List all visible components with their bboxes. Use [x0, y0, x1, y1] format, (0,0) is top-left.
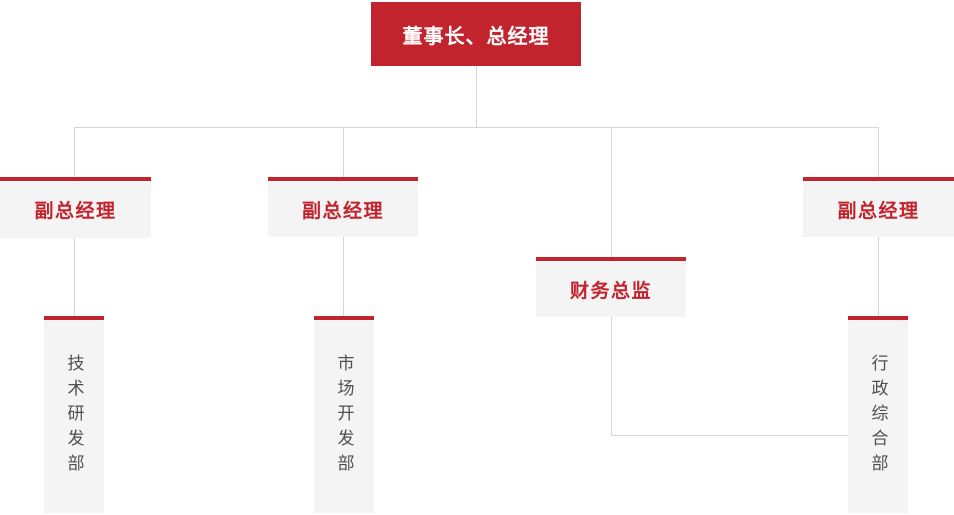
node-market-dev-dept-label: 市场开发部	[334, 354, 354, 479]
connector-deputy-mid-to-market	[343, 237, 345, 316]
node-deputy-general-manager-right-label: 副总经理	[837, 200, 920, 222]
connector-cfo-elbow-horizontal	[611, 435, 849, 437]
connector-drop-cfo	[611, 127, 613, 258]
node-market-dev-dept: 市场开发部	[314, 316, 374, 513]
connector-drop-deputy-left	[74, 127, 76, 178]
node-tech-rd-dept: 技术研发部	[44, 316, 104, 513]
node-deputy-general-manager-left: 副总经理	[0, 177, 151, 238]
node-tech-rd-dept-label: 技术研发部	[64, 354, 84, 479]
node-deputy-general-manager-mid: 副总经理	[268, 177, 418, 237]
connector-root-trunk	[476, 66, 478, 127]
connector-drop-deputy-right	[878, 127, 880, 178]
node-admin-general-dept-label: 行政综合部	[868, 354, 888, 479]
connector-main-horizontal	[74, 127, 879, 129]
node-chairman-general-manager-label: 董事长、总经理	[402, 25, 550, 48]
node-finance-director: 财务总监	[536, 257, 686, 317]
node-finance-director-label: 财务总监	[569, 280, 652, 302]
node-deputy-general-manager-right: 副总经理	[803, 177, 954, 237]
node-deputy-general-manager-left-label: 副总经理	[34, 201, 117, 222]
node-deputy-general-manager-mid-label: 副总经理	[301, 200, 384, 222]
connector-deputy-left-to-rd	[74, 238, 76, 316]
connector-cfo-elbow-vertical	[611, 317, 613, 436]
connector-deputy-right-to-admin	[878, 237, 880, 316]
node-chairman-general-manager: 董事长、总经理	[371, 2, 581, 66]
node-admin-general-dept: 行政综合部	[848, 316, 908, 513]
connector-drop-deputy-mid	[343, 127, 345, 178]
